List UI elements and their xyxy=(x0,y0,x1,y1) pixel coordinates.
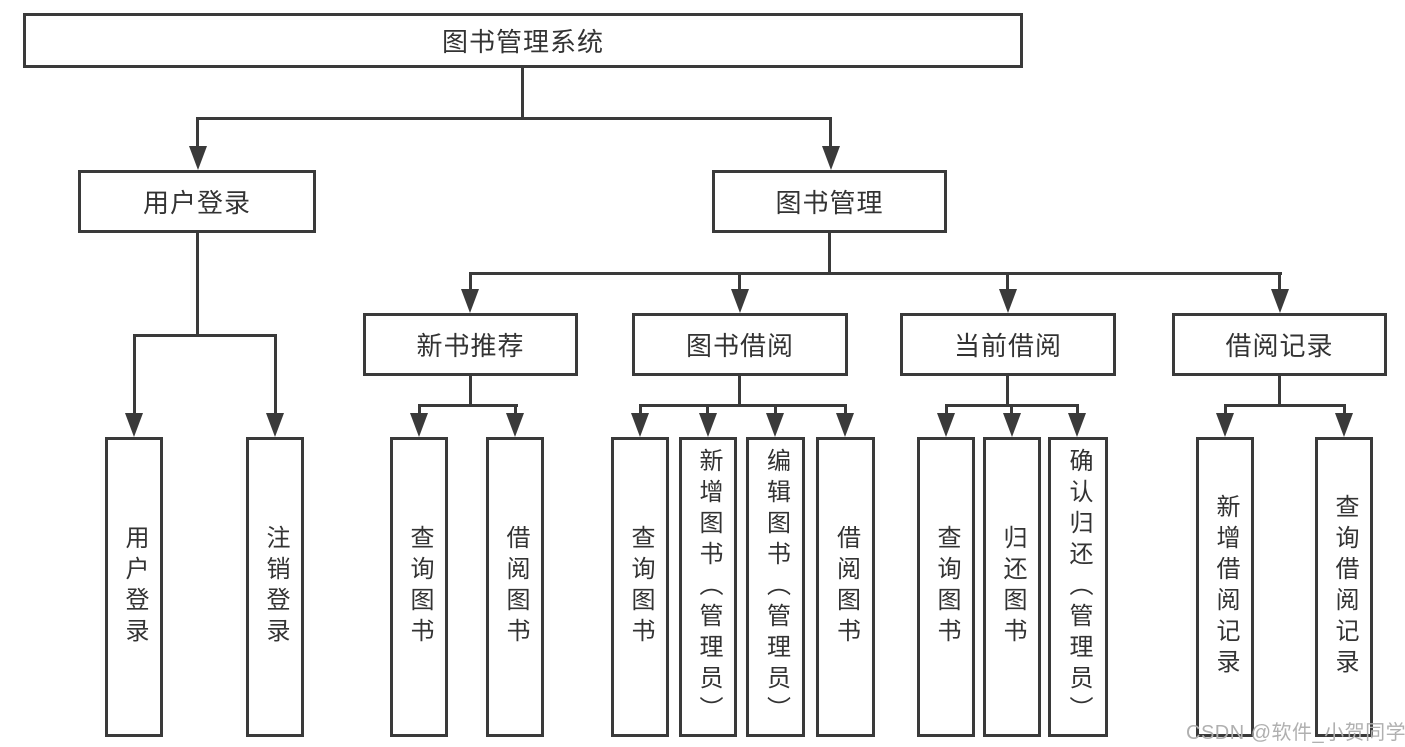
leaf-label: 归还图书 xyxy=(999,525,1026,649)
leaf-borrow-edit-books-admin: 编辑图书（管理员） xyxy=(746,437,805,737)
node-book-borrow: 图书借阅 xyxy=(632,313,848,376)
leaf-borrow-query-books: 查询图书 xyxy=(611,437,669,737)
connector-arrowhead xyxy=(999,289,1017,313)
node-book-borrow-label: 图书借阅 xyxy=(685,331,794,361)
leaf-user-login: 用户登录 xyxy=(105,437,163,737)
connector-section-stub xyxy=(1006,376,1009,407)
connector-arrowhead xyxy=(506,413,524,437)
leaf-label: 编辑图书（管理员） xyxy=(762,447,790,727)
connector-drop xyxy=(1076,404,1079,416)
leaf-recommend-borrow-books: 借阅图书 xyxy=(486,437,544,737)
connector-section-stub xyxy=(1278,376,1281,407)
leaf-label: 查询图书 xyxy=(406,525,433,649)
node-book-management-label: 图书管理 xyxy=(775,188,884,218)
leaf-label: 查询图书 xyxy=(627,525,654,649)
connector-drop xyxy=(1010,404,1013,416)
connector-arrowhead xyxy=(937,413,955,437)
connector-user-login-hline xyxy=(133,334,277,337)
connector-arrowhead xyxy=(766,413,784,437)
connector-arrowhead xyxy=(1335,413,1353,437)
connector-book-management-stub xyxy=(828,233,831,275)
connector-section-hline xyxy=(1224,404,1346,407)
leaf-borrow-borrow-books: 借阅图书 xyxy=(816,437,875,737)
leaf-borrow-add-books-admin: 新增图书（管理员） xyxy=(679,437,737,737)
connector-drop xyxy=(1278,272,1281,292)
node-new-book-recommend: 新书推荐 xyxy=(363,313,578,376)
node-user-login-label: 用户登录 xyxy=(142,188,251,218)
connector-arrowhead xyxy=(189,146,207,170)
connector-drop-user-login xyxy=(196,117,199,149)
leaf-label: 用户登录 xyxy=(121,525,148,649)
connector-drop xyxy=(274,334,277,416)
csdn-watermark: CSDN @软件_小贺同学 xyxy=(1186,722,1405,744)
leaf-current-confirm-return-admin: 确认归还（管理员） xyxy=(1048,437,1108,737)
node-borrow-records-label: 借阅记录 xyxy=(1225,331,1334,361)
connector-root-stub xyxy=(521,68,524,119)
connector-user-login-stub xyxy=(196,233,199,337)
node-book-management: 图书管理 xyxy=(712,170,947,233)
node-current-borrow-label: 当前借阅 xyxy=(953,331,1062,361)
connector-section-stub xyxy=(738,376,741,407)
leaf-records-add-borrow-record: 新增借阅记录 xyxy=(1196,437,1254,737)
connector-arrowhead xyxy=(836,413,854,437)
connector-drop xyxy=(639,404,642,416)
connector-arrowhead xyxy=(461,289,479,313)
leaf-recommend-query-books: 查询图书 xyxy=(390,437,448,737)
leaf-label: 查询借阅记录 xyxy=(1331,494,1358,680)
connector-arrowhead xyxy=(125,413,143,437)
leaf-records-query-borrow-record: 查询借阅记录 xyxy=(1315,437,1373,737)
leaf-label: 借阅图书 xyxy=(832,525,860,649)
node-user-login: 用户登录 xyxy=(78,170,316,233)
leaf-current-query-books: 查询图书 xyxy=(917,437,975,737)
connector-section-stub xyxy=(469,376,472,407)
connector-drop xyxy=(706,404,709,416)
connector-arrowhead xyxy=(631,413,649,437)
connector-arrowhead xyxy=(1068,413,1086,437)
leaf-current-return-books: 归还图书 xyxy=(983,437,1041,737)
leaf-label: 注销登录 xyxy=(262,525,289,649)
leaf-label: 确认归还（管理员） xyxy=(1065,447,1092,727)
node-root: 图书管理系统 xyxy=(23,13,1023,68)
node-new-book-recommend-label: 新书推荐 xyxy=(416,331,525,361)
connector-drop xyxy=(774,404,777,416)
connector-section-hline xyxy=(639,404,847,407)
connector-arrowhead xyxy=(822,146,840,170)
connector-drop xyxy=(1343,404,1346,416)
connector-arrowhead xyxy=(266,413,284,437)
connector-arrowhead xyxy=(699,413,717,437)
connector-drop xyxy=(133,334,136,416)
node-root-label: 图书管理系统 xyxy=(441,27,604,57)
connector-section-hline xyxy=(418,404,518,407)
connector-arrowhead xyxy=(1271,289,1289,313)
connector-arrowhead xyxy=(1003,413,1021,437)
leaf-label: 新增图书（管理员） xyxy=(695,447,722,727)
node-current-borrow: 当前借阅 xyxy=(900,313,1116,376)
connector-drop xyxy=(1224,404,1227,416)
leaf-label: 借阅图书 xyxy=(502,525,529,649)
connector-drop xyxy=(514,404,517,416)
connector-drop xyxy=(1006,272,1009,292)
connector-drop xyxy=(844,404,847,416)
connector-drop xyxy=(418,404,421,416)
leaf-label: 新增借阅记录 xyxy=(1212,494,1239,680)
leaf-logout-login: 注销登录 xyxy=(246,437,304,737)
connector-book-management-hline xyxy=(469,272,1282,275)
connector-arrowhead xyxy=(410,413,428,437)
node-borrow-records: 借阅记录 xyxy=(1172,313,1387,376)
connector-drop xyxy=(945,404,948,416)
connector-arrowhead xyxy=(1216,413,1234,437)
connector-drop xyxy=(738,272,741,292)
connector-drop-book-management xyxy=(829,117,832,149)
connector-drop xyxy=(469,272,472,292)
connector-root-hline xyxy=(196,117,832,120)
connector-arrowhead xyxy=(731,289,749,313)
leaf-label: 查询图书 xyxy=(933,525,960,649)
